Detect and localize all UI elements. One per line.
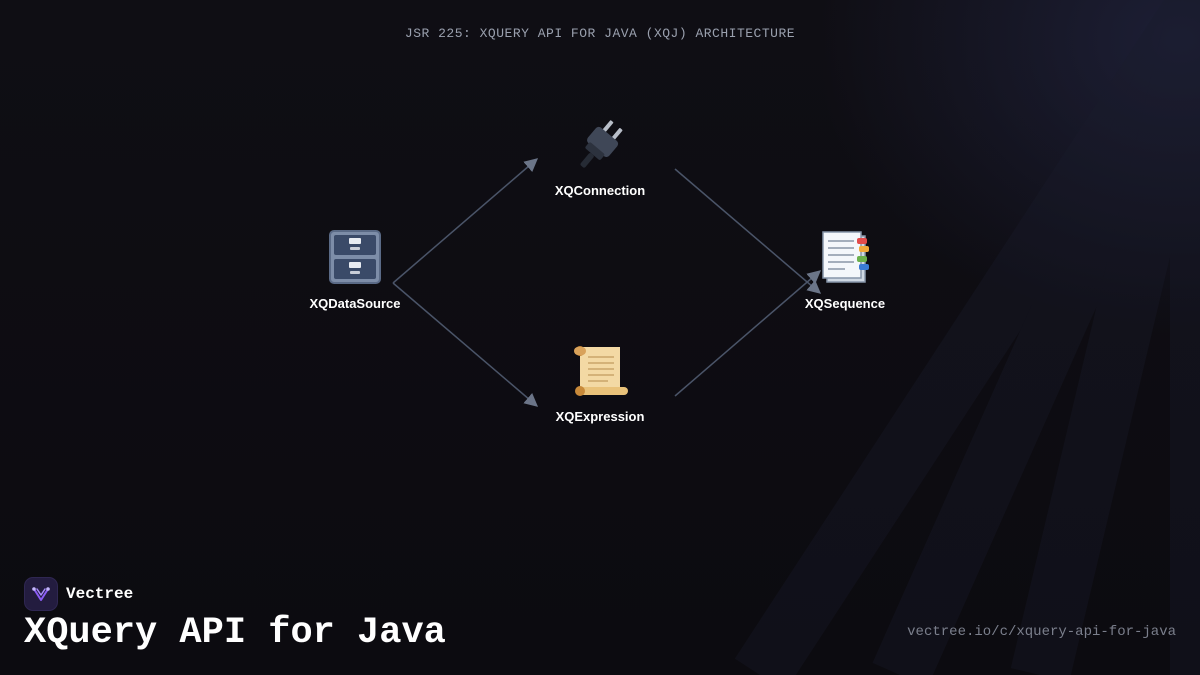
bookmark-tabs-icon (765, 228, 925, 288)
page-url[interactable]: vectree.io/c/xquery-api-for-java (907, 624, 1176, 640)
node-xqexpression[interactable]: XQExpression (520, 341, 680, 424)
electric-plug-icon (520, 115, 680, 175)
page-title: XQuery API for Java (24, 612, 446, 654)
brand-name: Vectree (66, 585, 134, 603)
edge-connection-sequence (674, 168, 822, 294)
edge-datasource-connection (392, 158, 539, 284)
diagram-title: JSR 225: XQUERY API FOR JAVA (XQJ) ARCHI… (404, 26, 796, 41)
node-xqconnection[interactable]: XQConnection (520, 115, 680, 198)
scroll-icon (520, 341, 680, 401)
node-label: XQSequence (804, 296, 886, 311)
node-label: XQConnection (554, 183, 646, 198)
brand[interactable]: Vectree (24, 577, 133, 611)
edge-datasource-expression (392, 282, 539, 407)
node-label: XQDataSource (309, 296, 401, 311)
node-xqdatasource[interactable]: XQDataSource (275, 228, 435, 311)
vectree-logo-icon (24, 577, 58, 611)
node-label: XQExpression (555, 409, 645, 424)
node-xqsequence[interactable]: XQSequence (765, 228, 925, 311)
file-cabinet-icon (275, 228, 435, 288)
edge-expression-sequence (674, 270, 822, 397)
